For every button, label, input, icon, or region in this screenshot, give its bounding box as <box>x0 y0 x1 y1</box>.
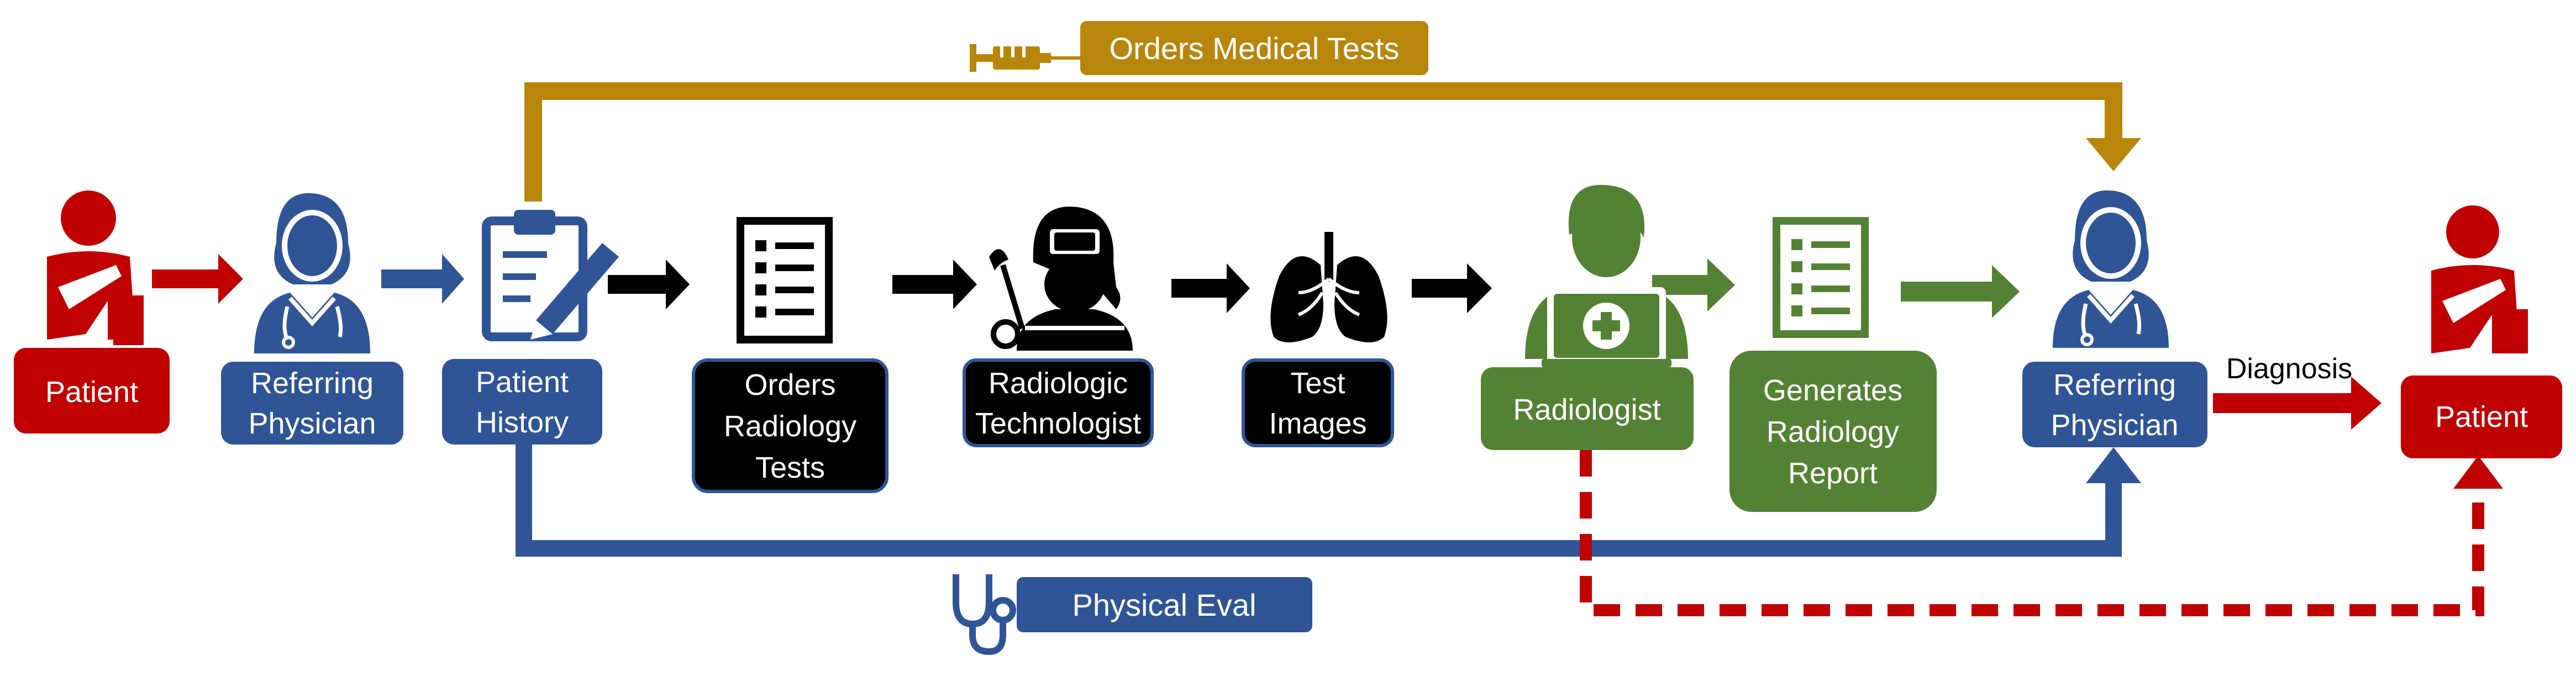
node-radiologic-technologist: Radiologic Technologist <box>963 358 1154 447</box>
node-label-line2: Images <box>1269 407 1366 440</box>
node-label-line1: Radiologic <box>989 367 1128 400</box>
radiologist-to-patient-dashed-connector <box>1580 450 2503 616</box>
diagnosis-label: Diagnosis <box>2226 353 2352 385</box>
node-label-line1: Referring <box>2053 368 2176 401</box>
arrow-physician-to-patient-diagnosis <box>2213 377 2382 430</box>
node-label-line2: Technologist <box>975 407 1141 440</box>
arrow-patient-to-physician <box>152 254 243 304</box>
physician-icon <box>254 193 370 353</box>
physical-eval-text: Physical Eval <box>1072 588 1256 622</box>
arrow-orders-to-technologist <box>892 260 977 309</box>
injured-patient-icon <box>47 191 144 345</box>
node-label-line2: Radiology <box>724 410 856 443</box>
arrow-physician-to-history <box>381 254 464 304</box>
physical-eval-connector <box>516 442 2141 557</box>
node-label: Patient <box>45 376 138 409</box>
arrow-history-to-orders <box>608 260 690 309</box>
physical-eval-label: Physical Eval <box>1017 577 1312 632</box>
syringe-icon <box>970 44 1081 72</box>
technologist-icon <box>989 207 1133 351</box>
injured-patient-icon <box>2431 205 2528 353</box>
node-label: Radiologist <box>1513 393 1660 426</box>
arrow-images-to-radiologist <box>1412 263 1492 313</box>
radiologist-laptop-icon <box>1525 184 1688 367</box>
node-label-line1: Orders <box>744 368 835 401</box>
orders-medical-tests-text: Orders Medical Tests <box>1110 31 1400 66</box>
node-patient-start: Patient <box>14 348 170 433</box>
physician-icon <box>2053 190 2169 348</box>
arrow-radiologist-to-report <box>1652 258 1735 311</box>
lungs-icon <box>1270 232 1387 342</box>
stethoscope-icon <box>953 574 1016 655</box>
node-label-line2: Radiology <box>1767 415 1899 448</box>
node-label: Patient <box>2435 400 2528 433</box>
node-patient-history: Patient History <box>442 359 602 445</box>
checklist-icon <box>737 217 833 343</box>
node-referring-physician-1: Referring Physician <box>221 362 403 445</box>
clipboard-pencil-icon <box>482 210 619 341</box>
node-radiologist: Radiologist <box>1481 367 1694 450</box>
node-label-line2: History <box>476 406 569 439</box>
arrow-report-to-physician <box>1901 265 2020 318</box>
node-orders-radiology-tests: Orders Radiology Tests <box>692 358 889 493</box>
arrow-technologist-to-images <box>1171 263 1250 313</box>
node-label-line2: Physician <box>248 407 376 440</box>
node-label-line1: Patient <box>476 366 569 399</box>
node-label-line1: Generates <box>1763 374 1902 407</box>
node-generates-radiology-report: Generates Radiology Report <box>1729 351 1937 512</box>
node-label-line1: Test <box>1290 367 1345 400</box>
report-checklist-icon <box>1773 217 1869 338</box>
node-referring-physician-2: Referring Physician <box>2022 362 2207 447</box>
node-test-images: Test Images <box>1242 358 1394 447</box>
node-label-line1: Referring <box>251 367 374 400</box>
node-label-line3: Tests <box>755 451 825 484</box>
orders-medical-tests-connector <box>524 82 2141 202</box>
node-label-line2: Physician <box>2051 409 2178 442</box>
orders-medical-tests-label: Orders Medical Tests <box>1080 21 1428 75</box>
node-patient-end: Patient <box>2401 376 2562 458</box>
node-label-line3: Report <box>1788 457 1878 490</box>
